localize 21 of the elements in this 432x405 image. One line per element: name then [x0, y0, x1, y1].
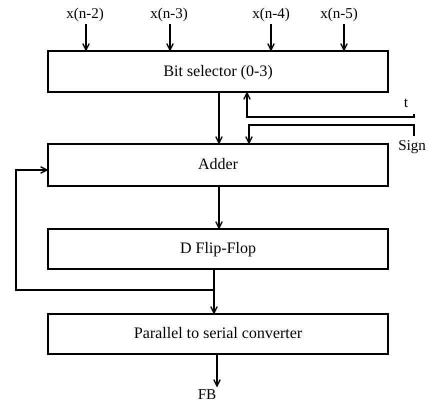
arrow	[166, 24, 174, 51]
process-box: D Flip-Flop	[47, 228, 389, 270]
arrow	[82, 24, 90, 51]
arrow	[340, 24, 348, 51]
signal-label: x(n-4)	[246, 4, 296, 24]
signal-label: x(n-2)	[60, 4, 110, 24]
process-box: Bit selector (0-3)	[47, 50, 389, 93]
process-box: Adder	[47, 143, 389, 187]
signal-label: x(n-5)	[314, 4, 364, 24]
arrow	[15, 166, 215, 291]
signal-label: x(n-3)	[144, 4, 194, 24]
arrow	[215, 93, 223, 144]
signal-label: t	[398, 92, 414, 114]
signal-label: Sign	[394, 136, 430, 156]
arrow	[245, 124, 415, 144]
arrow	[243, 92, 415, 118]
signal-label: FB	[192, 386, 222, 404]
arrow	[215, 187, 223, 229]
arrow	[213, 355, 221, 387]
process-box: Parallel to serial converter	[47, 313, 389, 355]
arrow	[267, 24, 275, 51]
